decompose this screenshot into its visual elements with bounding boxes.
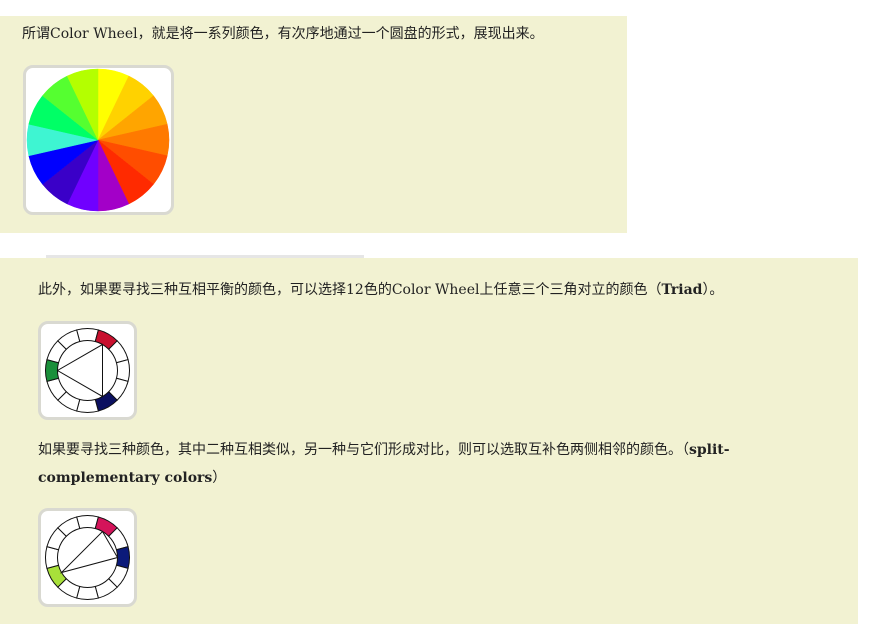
triangle: [56, 343, 103, 398]
triangle: [59, 530, 119, 574]
schemes-panel: [0, 258, 858, 624]
split-complementary-diagram: [45, 515, 130, 600]
ring-segment: [57, 516, 81, 537]
triad-term: Triad: [661, 282, 703, 298]
ring-segment: [115, 546, 130, 569]
ring-segment: [57, 329, 81, 350]
ring-segment: [76, 328, 99, 343]
split-complementary-diagram-image: [38, 508, 137, 607]
triad-diagram: [45, 328, 130, 413]
triad-diagram-image: [38, 321, 137, 420]
ring-segment: [115, 359, 130, 382]
ring-segment: [45, 546, 60, 569]
triad-text-before: 此外，如果要寻找三种互相平衡的颜色，可以选择12色的Color Wheel上任意…: [38, 282, 662, 298]
triad-paragraph: 此外，如果要寻找三种互相平衡的颜色，可以选择12色的Color Wheel上任意…: [38, 276, 723, 304]
ring-segment: [76, 398, 99, 413]
split-text-before: 如果要寻找三种颜色，其中二种互相类似，另一种与它们形成对比，则可以选取互补色两侧…: [38, 442, 689, 458]
ring-segment: [76, 585, 99, 600]
split-complementary-paragraph: 如果要寻找三种颜色，其中二种互相类似，另一种与它们形成对比，则可以选取互补色两侧…: [38, 436, 838, 492]
divider: [46, 255, 364, 258]
split-text-after: ）: [212, 470, 227, 486]
color-wheel-image: [23, 65, 174, 215]
triad-text-after: ）。: [702, 282, 724, 298]
intro-paragraph: 所谓Color Wheel，就是将一系列颜色，有次序地通过一个圆盘的形式，展现出…: [22, 26, 544, 42]
wheel-segment: [66, 68, 99, 141]
ring-segment: [76, 515, 99, 530]
color-wheel: [26, 68, 170, 212]
split-term: split-complementary colors: [38, 442, 730, 486]
